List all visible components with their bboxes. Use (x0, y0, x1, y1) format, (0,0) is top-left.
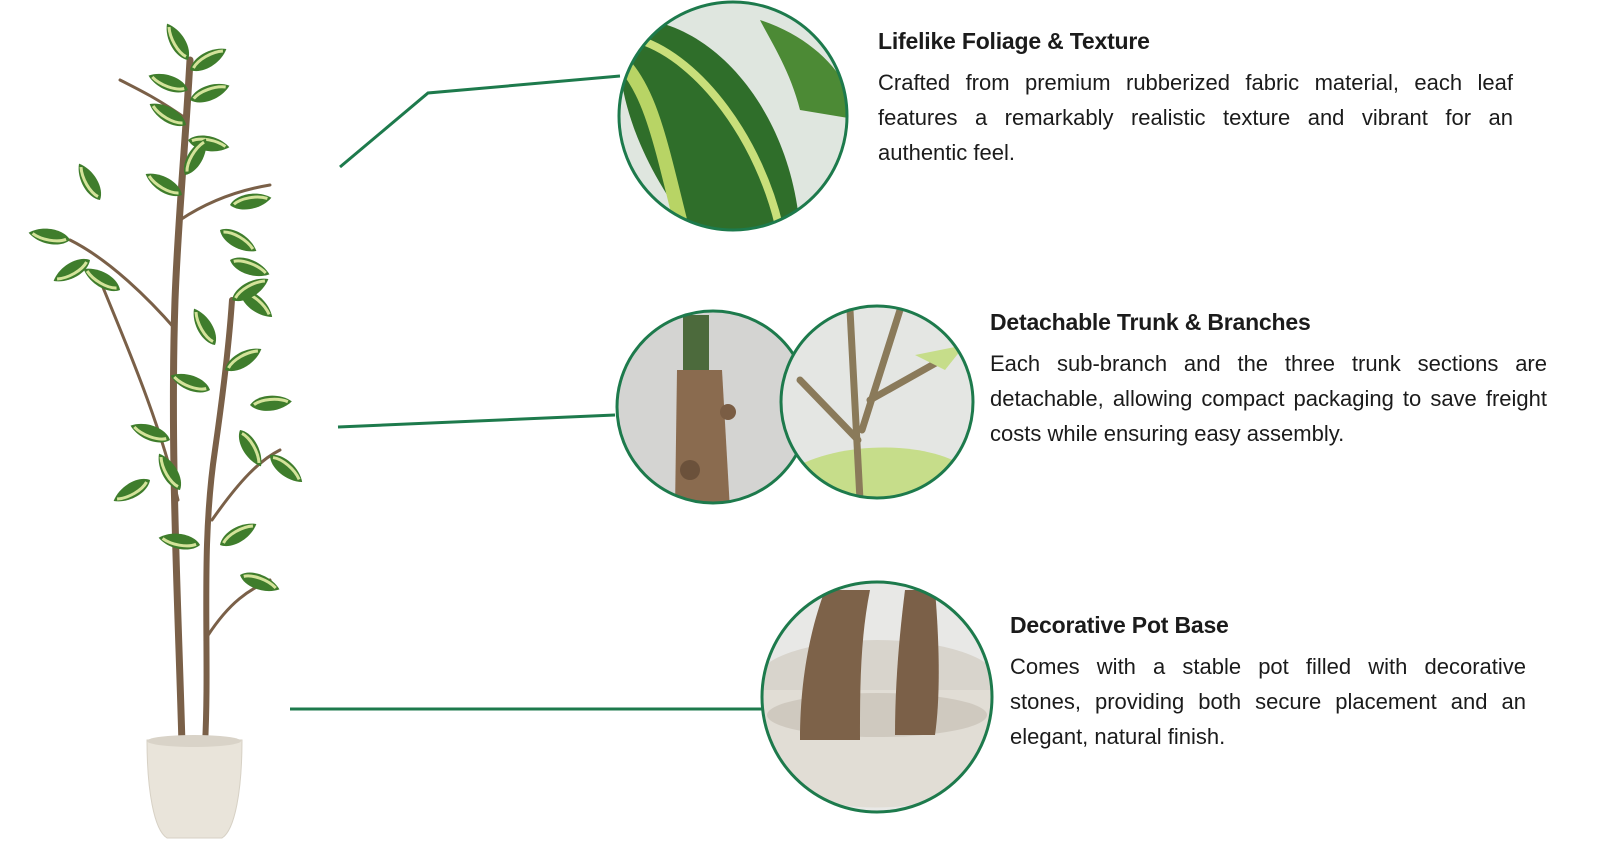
feature-description: Comes with a stable pot filled with deco… (1010, 654, 1526, 749)
feature-description: Each sub-branch and the three trunk sect… (990, 351, 1547, 446)
feature-title: Detachable Trunk & Branches (990, 309, 1311, 335)
feature-detachable-trunk: Detachable Trunk & Branches Each sub-bra… (990, 309, 1547, 451)
leaf-closeup-image (617, 0, 849, 232)
feature-description: Crafted from premium rubberized fabric m… (878, 70, 1513, 165)
feature-title: Decorative Pot Base (1010, 612, 1229, 638)
artificial-tree-image (25, 18, 309, 839)
connector-lines (290, 74, 762, 711)
feature-lifelike-foliage: Lifelike Foliage & Texture Crafted from … (878, 28, 1513, 170)
feature-title: Lifelike Foliage & Texture (878, 28, 1150, 54)
branches-closeup-image (779, 304, 975, 500)
feature-decorative-pot: Decorative Pot Base Comes with a stable … (1010, 612, 1526, 754)
trunk-closeup-image (615, 309, 811, 505)
pot-closeup-image (760, 580, 994, 814)
